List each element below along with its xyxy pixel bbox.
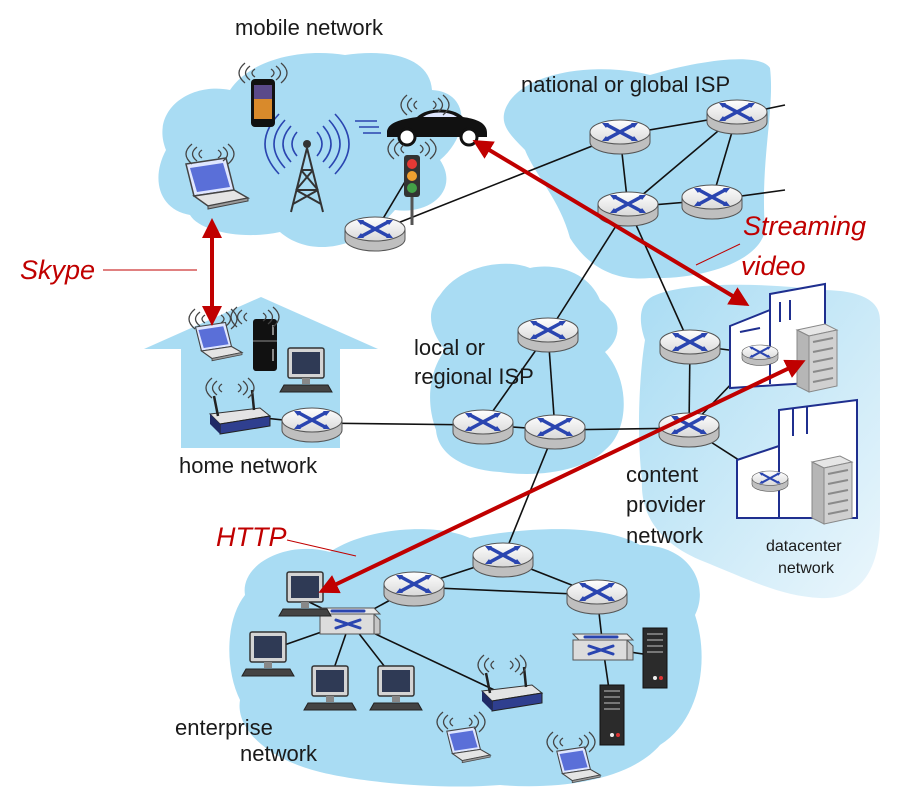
datacenter-router-1 — [740, 343, 780, 367]
skype-label: Skype — [20, 255, 95, 285]
enterprise-switch-2 — [571, 632, 635, 662]
enterprise-server-2 — [599, 684, 625, 746]
enterprise-pc-4 — [369, 665, 423, 711]
datacenter-label-line1: datacenter — [766, 538, 842, 555]
home-router — [280, 406, 344, 444]
http-arrow — [318, 359, 806, 594]
datacenter-label-line2: network — [778, 560, 835, 577]
streaming-label-line2: video — [741, 251, 806, 281]
enterprise-server-1 — [642, 627, 668, 689]
mobile-network-cloud — [158, 53, 462, 248]
datacenter-servers-1 — [796, 323, 838, 393]
local-isp-router-1 — [516, 316, 580, 354]
smart-fridge — [230, 306, 280, 371]
content-provider-label-line3: network — [626, 523, 704, 548]
content-provider-label-line2: provider — [626, 492, 705, 517]
home-pc — [279, 347, 333, 393]
enterprise-pc-2 — [241, 631, 295, 677]
streaming-video-arrow — [472, 139, 750, 307]
car — [355, 94, 487, 147]
local-isp-router-2 — [451, 408, 515, 446]
local-isp-router-3 — [523, 413, 587, 451]
home-network-label: home network — [179, 453, 318, 478]
global-isp-router-1 — [588, 118, 652, 156]
enterprise-pc-1 — [278, 571, 332, 617]
content-router-1 — [658, 328, 722, 366]
content-provider-label-line1: content — [626, 462, 698, 487]
traffic-light — [387, 138, 437, 225]
global-isp-label: national or global ISP — [521, 72, 730, 97]
datacenter-servers-2 — [811, 455, 853, 525]
enterprise-router-1 — [471, 541, 535, 579]
enterprise-pc-3 — [303, 665, 357, 711]
enterprise-router-3 — [565, 578, 629, 616]
mobile-network-label: mobile network — [235, 15, 384, 40]
smartphone — [238, 62, 288, 127]
streaming-label-line1: Streaming — [743, 211, 866, 241]
local-isp-label-line2: regional ISP — [414, 364, 534, 389]
enterprise-router-2 — [382, 570, 446, 608]
global-isp-router-2 — [705, 98, 769, 136]
mobile-router — [343, 215, 407, 253]
enterprise-label-line1: enterprise — [175, 715, 273, 740]
streaming-pointer — [695, 243, 741, 266]
local-isp-label-line1: local or — [414, 335, 485, 360]
http-pointer — [286, 539, 357, 557]
http-label: HTTP — [216, 522, 287, 552]
datacenter-router-2 — [750, 469, 790, 493]
enterprise-label-line2: network — [240, 741, 318, 766]
global-isp-router-4 — [680, 183, 744, 221]
